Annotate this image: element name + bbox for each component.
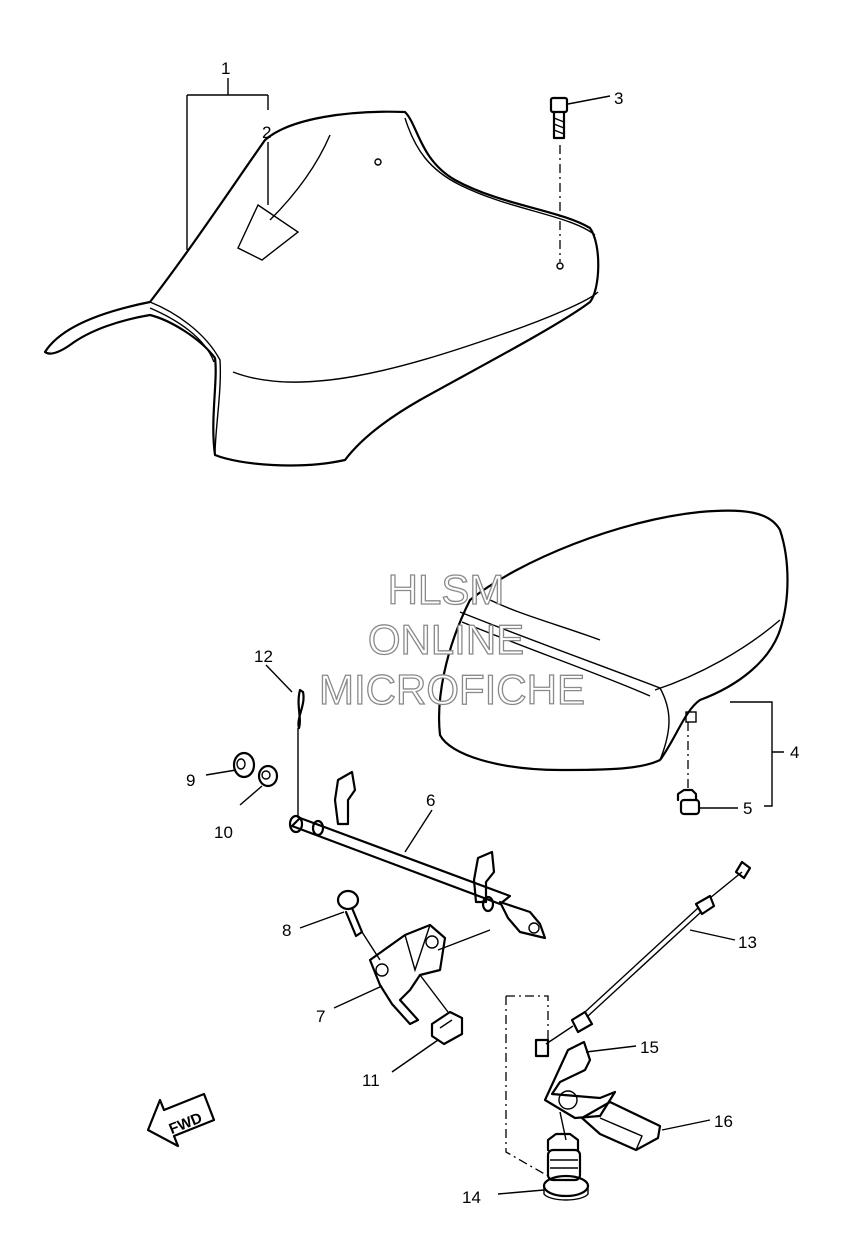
leader-1	[186, 78, 269, 250]
leader-6	[404, 809, 433, 853]
leader-10	[239, 785, 263, 806]
callout-10: 10	[214, 823, 233, 842]
fwd-label: FWD	[167, 1109, 205, 1138]
screw-8	[336, 889, 364, 938]
callout-2: 2	[262, 123, 271, 142]
cable-13	[534, 860, 752, 1058]
callout-13: 13	[738, 933, 757, 952]
callout-8: 8	[282, 921, 291, 940]
fwd-arrow-icon: FWD	[146, 1092, 216, 1148]
bolt-3	[549, 96, 569, 140]
leader-11	[391, 1039, 439, 1073]
plate-16	[580, 1100, 662, 1152]
rod-6	[288, 770, 547, 940]
watermark-line-1: HLSM	[388, 566, 505, 613]
callout-1: 1	[221, 59, 230, 78]
callout-15: 15	[640, 1038, 659, 1057]
leader-9	[205, 769, 237, 776]
leader-13	[689, 929, 736, 941]
clip-12	[297, 688, 305, 818]
callout-7: 7	[316, 1007, 325, 1026]
leader-16	[661, 1119, 711, 1131]
callout-14: 14	[462, 1188, 481, 1207]
leader-3	[567, 95, 611, 105]
leader-8	[299, 911, 345, 929]
rear-seat	[437, 509, 789, 772]
bracket-7	[368, 923, 447, 1026]
plate-15	[543, 1040, 617, 1141]
leader-7	[333, 985, 383, 1009]
clip-11	[430, 1010, 464, 1046]
leader-12	[265, 664, 293, 693]
callout-16: 16	[714, 1112, 733, 1131]
leader-15	[585, 1045, 637, 1053]
callout-9: 9	[186, 771, 195, 790]
watermark-line-2: ONLINE	[368, 616, 524, 663]
callout-11: 11	[362, 1071, 380, 1090]
watermark: HLSM ONLINE MICROFICHE	[318, 565, 585, 713]
front-seat	[43, 110, 600, 467]
callout-3: 3	[614, 89, 623, 108]
collar-10	[257, 764, 279, 788]
callout-12: 12	[254, 647, 273, 666]
callout-4: 4	[790, 743, 799, 762]
leader-14	[497, 1189, 545, 1195]
lock-14	[542, 1132, 590, 1201]
washer-9	[232, 751, 256, 779]
leader-4	[730, 701, 784, 807]
watermark-line-3: MICROFICHE	[319, 666, 585, 713]
callout-5: 5	[743, 799, 752, 818]
callout-6: 6	[426, 791, 435, 810]
nut-5	[676, 788, 701, 816]
